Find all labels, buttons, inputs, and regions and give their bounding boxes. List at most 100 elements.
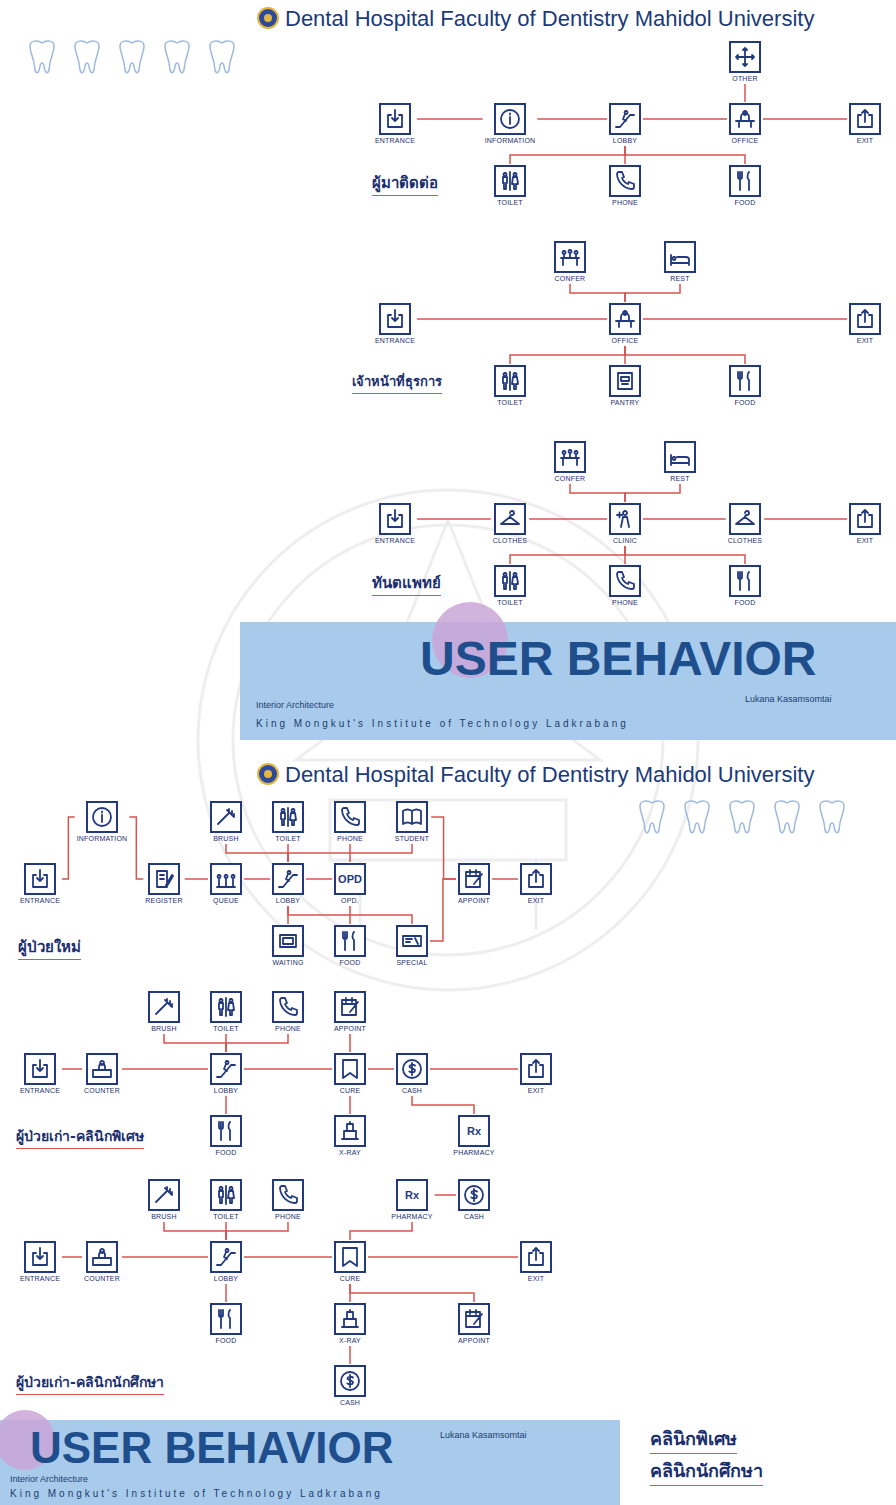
- icon-node: CONFER: [552, 240, 588, 284]
- icon-node: TOILET: [492, 564, 528, 608]
- icon-box: [334, 801, 366, 833]
- icon-stroke: [33, 870, 47, 887]
- flow-connector: [164, 1034, 226, 1052]
- icon-stroke: [157, 871, 173, 887]
- icon-node: BRUSH: [146, 1178, 182, 1222]
- flow-connector: [763, 118, 847, 120]
- flow-connector: [349, 1034, 351, 1052]
- icon-glyph: [558, 445, 582, 469]
- icon-glyph: [613, 369, 637, 393]
- icon-node: BRUSH: [146, 990, 182, 1034]
- icon-glyph: [338, 1307, 362, 1331]
- flow-connector: [417, 318, 607, 320]
- icon-node: REST: [662, 240, 698, 284]
- node-caption: X-RAY: [339, 1336, 361, 1345]
- icon-box: [609, 103, 641, 135]
- icon-glyph: [613, 569, 637, 593]
- icon-glyph: [498, 107, 522, 131]
- icon-stroke: [33, 1248, 47, 1265]
- icon-stroke: [156, 999, 172, 1014]
- node-caption: OTHER: [732, 74, 758, 83]
- icon-stroke: [388, 510, 402, 527]
- icon-node: EXIT: [847, 102, 883, 146]
- icon-stroke: [738, 172, 749, 190]
- icon-node: PANTRY: [607, 364, 643, 408]
- icon-box: [396, 925, 428, 957]
- node-caption: CONFER: [555, 274, 586, 283]
- icon-glyph: [338, 995, 362, 1019]
- icon-glyph: [338, 1119, 362, 1143]
- icon-stroke: [217, 1249, 235, 1265]
- icon-node: ENTRANCE: [18, 1052, 62, 1096]
- icon-node: ENTRANCE: [373, 502, 417, 546]
- icon-stroke: [466, 1310, 482, 1327]
- icon-box: [494, 365, 526, 397]
- icon-stroke: [156, 1187, 172, 1202]
- flow-connector: [225, 1284, 227, 1302]
- icon-stroke: [343, 1248, 357, 1266]
- icon-node: SPECIAL: [394, 924, 430, 968]
- icon-glyph: [276, 995, 300, 1019]
- icon-node: EXIT: [518, 862, 554, 906]
- icon-glyph: [668, 445, 692, 469]
- tooth-outline: [730, 801, 754, 833]
- icon-glyph: [28, 1245, 52, 1269]
- flow-connector: [164, 1222, 226, 1240]
- author-credit: Lukana Kasamsomtai: [440, 1430, 527, 1441]
- icon-node: INFORMATION: [75, 800, 130, 844]
- node-caption: TOILET: [275, 834, 301, 843]
- clinic-title: คลินิกนักศึกษา: [650, 1460, 763, 1486]
- icon-box: [148, 863, 180, 895]
- icon-box: [609, 365, 641, 397]
- node-caption: TOILET: [213, 1212, 239, 1221]
- icon-glyph: [152, 1183, 176, 1207]
- icon-box: [520, 1053, 552, 1085]
- node-caption: BRUSH: [213, 834, 239, 843]
- icon-node: STUDENT: [393, 800, 431, 844]
- node-caption: CURE: [340, 1086, 361, 1095]
- flow-connector: [62, 1256, 82, 1258]
- icon-glyph: [733, 569, 757, 593]
- icon-node: LOBBY: [607, 102, 643, 146]
- icon-box: [210, 1303, 242, 1335]
- icon-stroke: [858, 110, 872, 127]
- flow-connector: [417, 118, 483, 120]
- icon-node: CURE: [332, 1240, 368, 1284]
- icon-glyph: [613, 107, 637, 131]
- icon-box: [24, 863, 56, 895]
- flow-connector: [529, 518, 607, 520]
- node-caption: TOILET: [497, 198, 523, 207]
- node-caption: INFORMATION: [77, 834, 128, 843]
- university-logo: [258, 764, 278, 784]
- flow-connector: [306, 878, 332, 880]
- icon-glyph: [613, 169, 637, 193]
- flow-connector: [412, 1096, 474, 1114]
- icon-box: [729, 503, 761, 535]
- icon-node: APPOINT: [332, 990, 368, 1034]
- icon-stroke: [671, 255, 689, 265]
- icon-box: [272, 991, 304, 1023]
- icon-glyph: [28, 1057, 52, 1081]
- node-caption: FOOD: [734, 598, 755, 607]
- icon-stroke: [616, 111, 634, 127]
- icon-text: OPD: [338, 874, 362, 885]
- icon-stroke: [738, 372, 749, 390]
- icon-glyph: [498, 507, 522, 531]
- icon-box: [210, 1053, 242, 1085]
- node-caption: INFORMATION: [485, 136, 536, 145]
- icon-glyph: [90, 1245, 114, 1269]
- tooth-row: [30, 41, 844, 833]
- node-caption: QUEUE: [213, 896, 239, 905]
- tooth-outline: [640, 801, 664, 833]
- icon-stroke: [217, 875, 235, 887]
- flow-connector: [62, 817, 75, 879]
- icon-stroke: [561, 250, 579, 265]
- node-caption: FOOD: [734, 398, 755, 407]
- node-caption: ENTRANCE: [20, 1274, 60, 1283]
- icon-node: FOOD: [727, 564, 763, 608]
- icon-glyph: [338, 929, 362, 953]
- icon-box: [379, 303, 411, 335]
- flow-connector: [288, 906, 350, 924]
- flow-connector: [570, 484, 625, 502]
